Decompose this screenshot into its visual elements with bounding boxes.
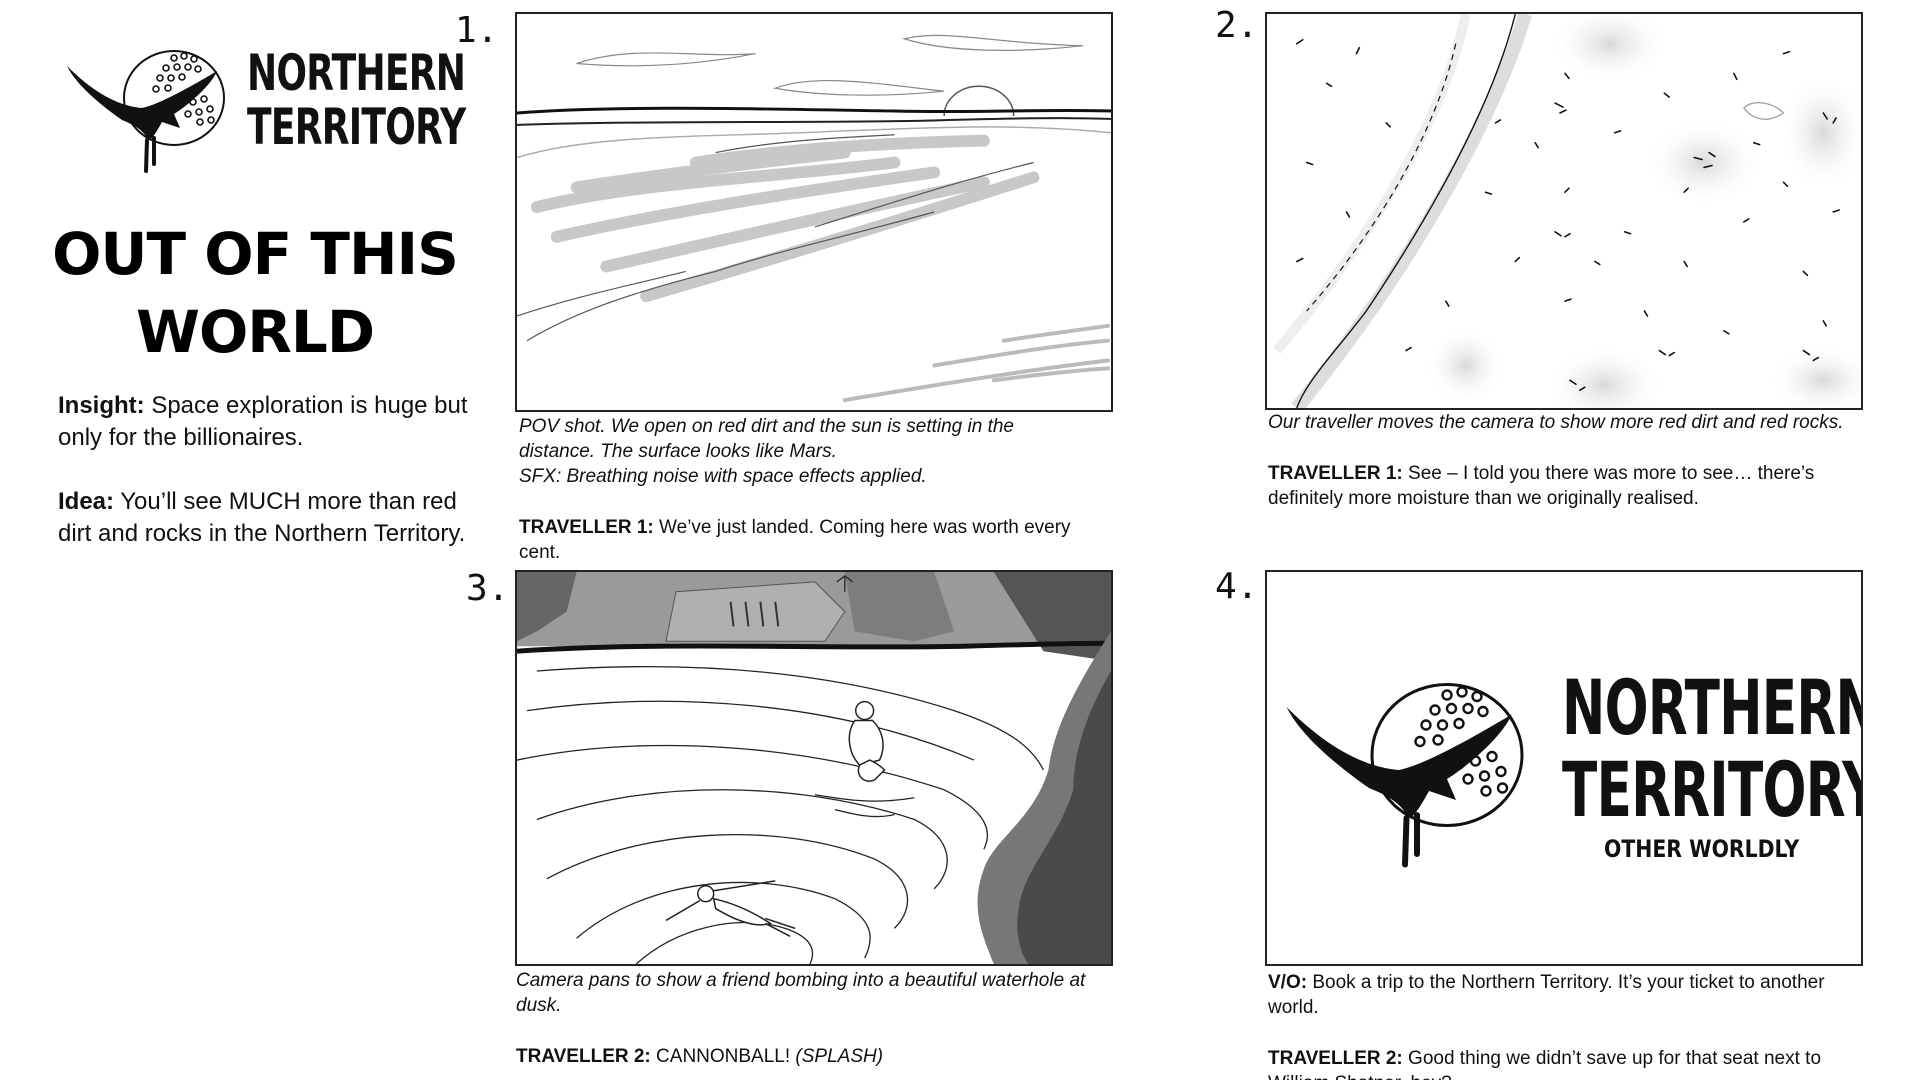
panel-4-line: Good thing we didn’t save up for that se… bbox=[1268, 1048, 1822, 1080]
panel-2-line: See – I told you there was more to see… … bbox=[1268, 463, 1815, 509]
panel-1-caption: POV shot. We open on red dirt and the su… bbox=[519, 414, 1079, 565]
panel-4-voiceover: V/O: Book a trip to the Northern Territo… bbox=[1268, 970, 1868, 1020]
insight-label: Insight: bbox=[58, 392, 145, 419]
panel-3-number: 3. bbox=[466, 568, 510, 609]
insight-text: Space exploration is huge but only for t… bbox=[58, 392, 468, 451]
panel-1-description: POV shot. We open on red dirt and the su… bbox=[519, 416, 1015, 462]
panel-2-caption: Our traveller moves the camera to show m… bbox=[1268, 410, 1868, 511]
panel-3-sfx: (SPLASH) bbox=[795, 1046, 884, 1067]
panel-4-number: 4. bbox=[1215, 566, 1259, 607]
insight-paragraph: Insight: Space exploration is huge but o… bbox=[58, 390, 478, 454]
panel-4-vo-text: Book a trip to the Northern Territory. I… bbox=[1268, 972, 1825, 1018]
end-card-bird-icon bbox=[1286, 683, 1524, 868]
panel-1-dialogue: TRAVELLER 1: We’ve just landed. Coming h… bbox=[519, 515, 1079, 565]
panel-1-number: 1. bbox=[455, 10, 499, 51]
end-card-tagline: OTHER WORLDLY bbox=[1604, 835, 1800, 863]
brand-line2: TERRITORY bbox=[247, 98, 466, 156]
panel-1-speaker: TRAVELLER 1: bbox=[519, 517, 654, 538]
panel-3-frame bbox=[515, 570, 1113, 966]
panel-4-caption: V/O: Book a trip to the Northern Territo… bbox=[1268, 970, 1868, 1080]
page-title: OUT OF THIS WORLD bbox=[40, 215, 470, 371]
bird-icon bbox=[67, 50, 225, 173]
panel-3-dialogue: TRAVELLER 2: CANNONBALL! (SPLASH) bbox=[516, 1044, 1116, 1069]
creative-brief: Insight: Space exploration is huge but o… bbox=[58, 390, 478, 582]
panel-2-description: Our traveller moves the camera to show m… bbox=[1268, 412, 1844, 433]
idea-paragraph: Idea: You’ll see MUCH more than red dirt… bbox=[58, 486, 478, 550]
panel-3-speaker: TRAVELLER 2: bbox=[516, 1046, 651, 1067]
panel-1-frame bbox=[515, 12, 1113, 412]
idea-text: You’ll see MUCH more than red dirt and r… bbox=[58, 488, 466, 547]
idea-label: Idea: bbox=[58, 488, 115, 515]
panel-2-number: 2. bbox=[1215, 5, 1259, 46]
panel-1-sfx: SFX: Breathing noise with space effects … bbox=[519, 466, 927, 487]
panel-4-frame: NORTHERN TERRITORY OTHER WORLDLY bbox=[1265, 570, 1863, 966]
panel-3-sketch bbox=[517, 572, 1111, 964]
panel-3-caption: Camera pans to show a friend bombing int… bbox=[516, 968, 1116, 1069]
brand-wordmark: NORTHERN TERRITORY bbox=[247, 44, 466, 156]
panel-3-description: Camera pans to show a friend bombing int… bbox=[516, 970, 1086, 1016]
panel-2-sketch bbox=[1273, 14, 1861, 408]
title-line1: OUT OF THIS bbox=[52, 220, 459, 288]
brand-line1: NORTHERN bbox=[247, 44, 466, 102]
title-line2: WORLD bbox=[135, 298, 375, 366]
panel-4-dialogue: TRAVELLER 2: Good thing we didn’t save u… bbox=[1268, 1046, 1868, 1080]
panel-2-speaker: TRAVELLER 1: bbox=[1268, 463, 1403, 484]
end-card-wordmark: NORTHERN TERRITORY OTHER WORLDLY bbox=[1562, 663, 1863, 864]
end-card-line2: TERRITORY bbox=[1562, 745, 1863, 834]
panel-1-line: We’ve just landed. Coming here was worth… bbox=[519, 517, 1071, 563]
panel-2-dialogue: TRAVELLER 1: See – I told you there was … bbox=[1268, 461, 1868, 511]
brand-logo: NORTHERN TERRITORY bbox=[62, 36, 466, 176]
panel-2-frame bbox=[1265, 12, 1863, 410]
panel-4-vo-label: V/O: bbox=[1268, 972, 1308, 993]
panel-3-line: CANNONBALL! bbox=[650, 1046, 796, 1067]
panel-1-sketch bbox=[517, 34, 1111, 403]
end-card-line1: NORTHERN bbox=[1562, 663, 1863, 752]
panel-4-speaker: TRAVELLER 2: bbox=[1268, 1048, 1403, 1069]
